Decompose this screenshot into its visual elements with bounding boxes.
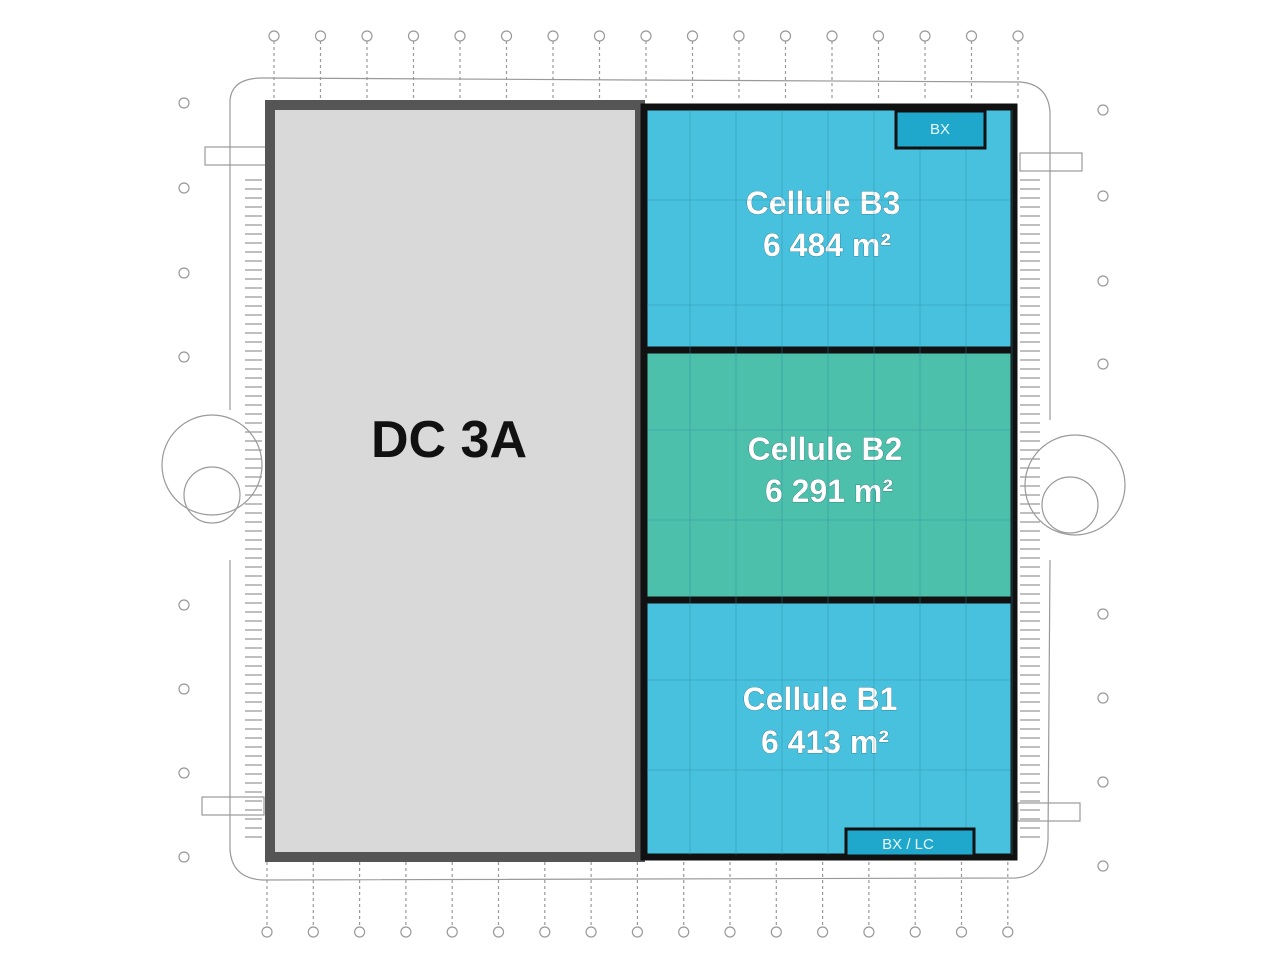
sketch-line	[183, 466, 241, 524]
sketch-line	[161, 414, 263, 516]
cell-b1: Cellule B1 6 413 m²	[640, 596, 1018, 861]
dc-3a-label: DC 3A	[371, 411, 527, 469]
bx-tag: BX	[894, 109, 987, 150]
grid-bubble	[1097, 104, 1109, 116]
cell-b2-name: Cellule B2	[748, 431, 903, 467]
grid-bubble	[1002, 926, 1014, 938]
grid-bubble	[770, 926, 782, 938]
grid-bubble	[178, 599, 190, 611]
grid-bubble	[400, 926, 412, 938]
grid-bubble	[1097, 190, 1109, 202]
grid-bubble	[446, 926, 458, 938]
grid-bubble	[863, 926, 875, 938]
grid-bubble	[816, 926, 829, 938]
grid-bubble	[500, 30, 513, 42]
grid-bubble	[307, 926, 319, 938]
grid-bubble	[640, 30, 652, 42]
svg-text:BX / LC: BX / LC	[882, 836, 934, 853]
grid-bubble	[826, 30, 838, 42]
cell-b1-name: Cellule B1	[743, 681, 898, 717]
grid-bubble	[407, 30, 420, 42]
grid-bubble	[178, 683, 190, 695]
grid-bubble	[1097, 692, 1109, 704]
grid-bubble	[178, 851, 190, 863]
grid-bubble	[724, 926, 736, 938]
dock-ramp	[1019, 152, 1083, 172]
grid-bubble	[454, 30, 466, 42]
background-plan-sketch	[161, 30, 1126, 938]
grid-bubble	[631, 926, 644, 938]
grid-bubble	[178, 267, 190, 279]
cell-b2: Cellule B2 6 291 m²	[640, 346, 1018, 604]
grid-bubble	[872, 30, 885, 42]
grid-bubble	[314, 30, 327, 42]
grid-bubble	[1097, 776, 1109, 788]
grid-bubble	[585, 926, 597, 938]
grid-bubble	[1097, 608, 1109, 620]
dock-ramp	[201, 796, 265, 816]
grid-bubble	[1097, 275, 1109, 287]
grid-bubble	[686, 30, 699, 42]
grid-bubble	[547, 30, 559, 42]
grid-bubble	[178, 351, 190, 363]
dc-3a-building	[265, 100, 645, 862]
dock-ramp	[1017, 802, 1081, 822]
grid-bubble	[1012, 30, 1024, 42]
svg-text:BX: BX	[930, 121, 950, 138]
cell-b2-area: 6 291 m²	[765, 473, 893, 509]
grid-bubble	[268, 30, 280, 42]
grid-bubble	[178, 97, 190, 109]
grid-bubble	[492, 926, 505, 938]
cell-b3-name: Cellule B3	[746, 185, 901, 221]
grid-bubble	[733, 30, 745, 42]
grid-bubble	[678, 926, 690, 938]
bx-lc-tag: BX / LC	[844, 827, 976, 858]
grid-bubble	[261, 926, 273, 938]
grid-bubble	[539, 926, 551, 938]
grid-bubble	[965, 30, 978, 42]
grid-bubble	[779, 30, 792, 42]
cell-gridlines	[647, 110, 1013, 855]
grid-bubble	[1097, 860, 1109, 872]
grid-bubble	[919, 30, 931, 42]
grid-bubble	[354, 926, 366, 938]
grid-bubble	[178, 767, 190, 779]
cell-b1-area: 6 413 m²	[761, 724, 889, 760]
grid-bubble	[593, 30, 606, 42]
grid-bubble	[909, 926, 921, 938]
sketch-line	[1041, 476, 1099, 534]
sketch-line	[229, 77, 1051, 881]
grid-bubble	[361, 30, 373, 42]
cell-b3-area: 6 484 m²	[763, 227, 891, 263]
grid-bubble	[178, 182, 190, 194]
sketch-line	[1024, 434, 1126, 536]
dock-ramp	[204, 146, 268, 166]
grid-bubble	[955, 926, 968, 938]
grid-bubble	[1097, 358, 1109, 370]
